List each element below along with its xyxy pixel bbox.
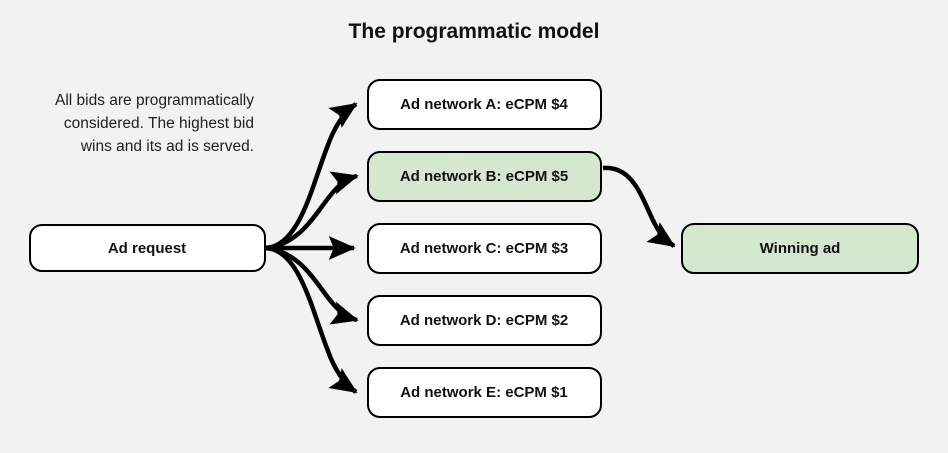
node-ad-request-box [29, 224, 266, 272]
arrow-request-to-network-a [265, 102, 358, 251]
node-ad-network-c-box [367, 223, 602, 274]
node-ad-network-b-label: Ad network B: eCPM $5 [400, 168, 568, 185]
arrow-request-to-network-d [265, 245, 359, 325]
node-ad-network-a-box [367, 79, 602, 130]
page-title: The programmatic model [349, 20, 600, 43]
arrow-request-to-network-b [265, 171, 359, 251]
node-ad-request[interactable]: Ad request [29, 224, 266, 272]
node-winning-ad[interactable]: Winning ad [681, 223, 919, 274]
node-ad-network-d-box [367, 295, 602, 346]
node-ad-network-b-box [367, 151, 602, 202]
node-ad-request-label: Ad request [108, 240, 186, 257]
node-ad-network-c-label: Ad network C: eCPM $3 [400, 240, 568, 257]
node-ad-network-e-label: Ad network E: eCPM $1 [400, 384, 568, 401]
node-ad-network-e-box [367, 367, 602, 418]
description-line-1: All bids are programmatically [55, 92, 254, 109]
arrow-request-to-network-e [265, 245, 358, 394]
node-ad-network-e[interactable]: Ad network E: eCPM $1 [367, 367, 602, 418]
node-ad-network-d-label: Ad network D: eCPM $2 [400, 312, 568, 329]
node-winning-ad-box [681, 223, 919, 274]
description-line-2: considered. The highest bid [64, 115, 254, 132]
arrow-network-b-to-winning-ad [602, 165, 676, 248]
description-line-3: wins and its ad is served. [80, 138, 254, 155]
node-ad-network-b[interactable]: Ad network B: eCPM $5 [367, 151, 602, 202]
node-ad-network-a[interactable]: Ad network A: eCPM $4 [367, 79, 602, 130]
node-ad-network-d[interactable]: Ad network D: eCPM $2 [367, 295, 602, 346]
node-ad-network-c[interactable]: Ad network C: eCPM $3 [367, 223, 602, 274]
node-ad-network-a-label: Ad network A: eCPM $4 [400, 96, 568, 113]
node-winning-ad-label: Winning ad [760, 240, 841, 257]
